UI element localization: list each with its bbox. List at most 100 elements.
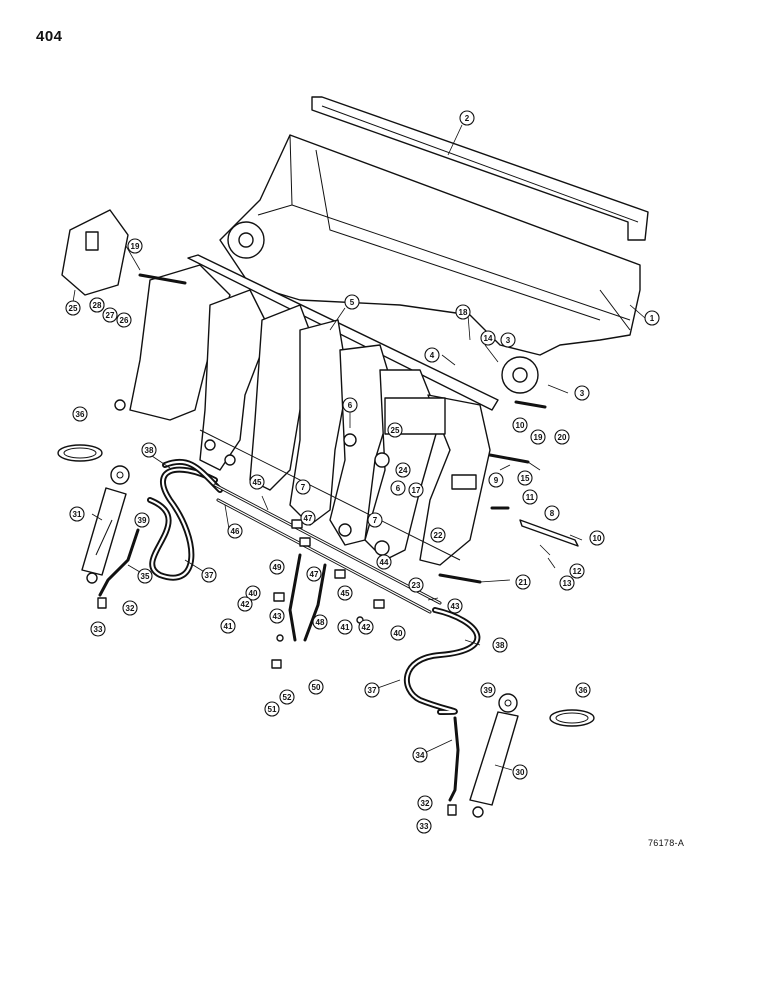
callout-number: 31 [73,510,82,519]
callout-52: 52 [279,689,295,705]
callout-39: 39 [134,512,150,528]
callout-number: 14 [484,334,493,343]
callout-number: 11 [526,493,535,502]
callout-19: 19 [530,429,546,445]
steel-tubes [98,483,460,802]
callout-42: 42 [358,619,374,635]
callout-32: 32 [122,600,138,616]
callout-5: 5 [344,294,360,310]
callout-bubble [364,682,380,698]
callout-bubble [390,480,406,496]
callout-bubble [279,689,295,705]
pins [138,273,547,584]
hydraulic-cylinder-right [469,693,519,818]
callout-26: 26 [116,312,132,328]
callout-bubble [480,330,496,346]
callout-bubble [127,238,143,254]
callout-layer: 1233456677891010111213141517181919202021… [65,110,660,834]
callout-number: 51 [268,705,277,714]
callout-number: 43 [451,602,460,611]
callout-39: 39 [480,682,496,698]
callout-number: 32 [421,799,430,808]
callout-37: 37 [201,567,217,583]
callout-bubble [522,489,538,505]
callout-14: 14 [480,330,496,346]
callout-number: 36 [579,686,588,695]
callout-number: 47 [304,514,313,523]
callout-4: 4 [424,347,440,363]
callout-bubble [480,682,496,698]
callout-bubble [515,574,531,590]
callout-10: 10 [512,417,528,433]
callout-7: 7 [367,512,383,528]
callout-number: 5 [350,298,355,307]
hydraulic-hoses-right [403,607,481,715]
callout-number: 49 [273,563,282,572]
callout-number: 22 [434,531,443,540]
callout-number: 8 [550,509,555,518]
callout-number: 6 [396,484,401,493]
callout-number: 38 [496,641,505,650]
callout-number: 38 [145,446,154,455]
callout-bubble [412,747,428,763]
callout-51: 51 [264,701,280,717]
callout-27: 27 [102,307,118,323]
callout-number: 26 [120,316,129,325]
callout-25: 25 [387,422,403,438]
callout-number: 18 [459,308,468,317]
callout-number: 52 [283,693,292,702]
callout-44: 44 [376,554,392,570]
callout-25: 25 [65,300,81,316]
callout-number: 7 [373,516,378,525]
callout-bubble [395,462,411,478]
callout-33: 33 [90,621,106,637]
callout-bubble [300,510,316,526]
hose-clamp-left [57,444,103,462]
callout-number: 39 [484,686,493,695]
callout-23: 23 [408,577,424,593]
callout-30: 30 [512,764,528,780]
callout-number: 27 [106,311,115,320]
callout-bubble [90,621,106,637]
callout-45: 45 [337,585,353,601]
callout-50: 50 [308,679,324,695]
illustration-reference-code: 76178-A [648,838,685,848]
callout-number: 21 [519,578,528,587]
callout-36: 36 [575,682,591,698]
callout-bubble [264,701,280,717]
callout-bubble [69,506,85,522]
callout-bubble [312,614,328,630]
callout-bubble [201,567,217,583]
callout-number: 15 [521,474,530,483]
callout-41: 41 [220,618,236,634]
callout-bubble [376,554,392,570]
callout-42: 42 [237,596,253,612]
callout-bubble [72,406,88,422]
callout-bubble [500,332,516,348]
callout-bubble [358,619,374,635]
callout-15: 15 [517,470,533,486]
callout-19: 19 [127,238,143,254]
callout-number: 47 [310,570,319,579]
callout-bubble [102,307,118,323]
callout-bubble [517,470,533,486]
callout-bubble [367,512,383,528]
cutting-edge-strip [311,96,649,241]
callout-number: 35 [141,572,150,581]
callout-31: 31 [69,506,85,522]
callout-number: 41 [224,622,233,631]
callout-43: 43 [447,598,463,614]
callout-bubble [447,598,463,614]
callout-bubble [227,523,243,539]
callout-number: 12 [573,567,582,576]
callout-bubble [269,608,285,624]
callout-bubble [512,417,528,433]
callout-bubble [416,818,432,834]
callout-number: 50 [312,683,321,692]
callout-24: 24 [395,462,411,478]
callout-number: 6 [348,401,353,410]
callout-bubble [141,442,157,458]
callout-bubble [269,559,285,575]
